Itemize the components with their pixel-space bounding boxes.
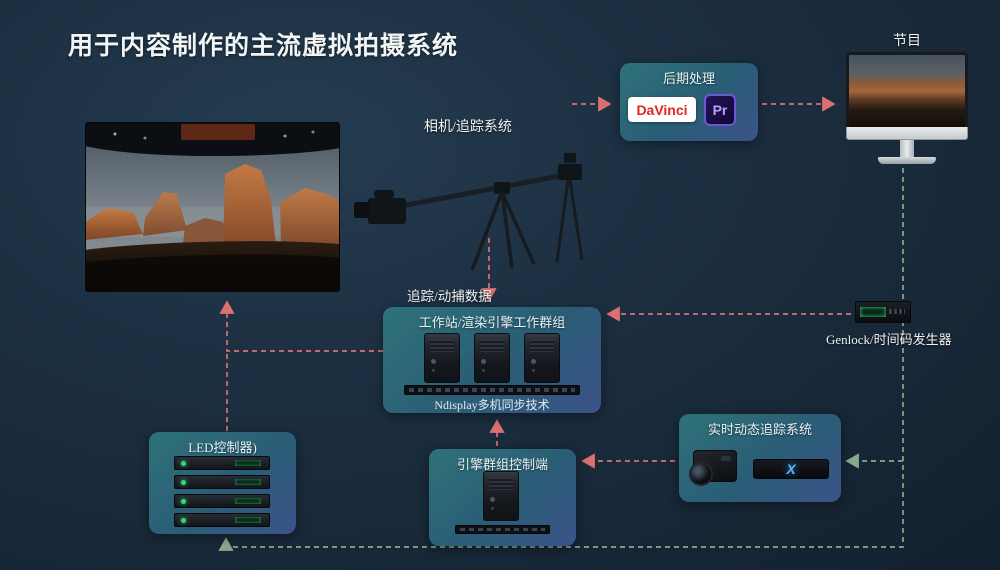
monitor-screen bbox=[846, 52, 968, 127]
engine-tower bbox=[483, 471, 519, 521]
davinci-logo-icon: DaVinci bbox=[628, 97, 696, 122]
network-switch bbox=[404, 385, 580, 395]
genlock-device bbox=[855, 301, 911, 323]
workstation-tower bbox=[424, 333, 460, 383]
program-label: 节目 bbox=[893, 34, 921, 49]
led-wall bbox=[85, 122, 340, 297]
tracking-data-label: 追踪/动捕数据 bbox=[407, 289, 492, 304]
tracker-x-device: X bbox=[753, 459, 829, 479]
realtime-tracking-title: 实时动态追踪系统 bbox=[707, 422, 812, 437]
genlock-label: Genlock/时间码发生器 bbox=[826, 332, 952, 347]
led-controller-unit bbox=[174, 456, 270, 470]
monitor-base bbox=[878, 157, 936, 164]
monitor-chin bbox=[846, 127, 968, 140]
led-controller-title: LED控制器) bbox=[188, 440, 257, 455]
tracking-camera-icon bbox=[689, 450, 737, 486]
camera-rig-image bbox=[354, 153, 584, 271]
camera-tracking-label: 相机/追踪系统 bbox=[424, 120, 512, 135]
post-processing-box: 后期处理 DaVinci Pr bbox=[620, 63, 758, 141]
led-controller-box: LED控制器) bbox=[149, 432, 296, 534]
workstation-tower bbox=[474, 333, 510, 383]
led-controller-unit bbox=[174, 494, 270, 508]
workstation-title: 工作站/渲染引擎工作群组 bbox=[418, 315, 566, 330]
workstation-tower bbox=[524, 333, 560, 383]
post-processing-title: 后期处理 bbox=[662, 71, 715, 86]
led-wall-image bbox=[85, 122, 340, 292]
engine-network-switch bbox=[455, 525, 550, 534]
engine-control-title: 引擎群组控制端 bbox=[456, 457, 548, 472]
monitor-stand bbox=[900, 140, 914, 157]
ndisplay-label: Ndisplay多机同步技术 bbox=[434, 398, 550, 412]
led-controller-unit bbox=[174, 513, 270, 527]
premiere-logo-icon: Pr bbox=[704, 94, 736, 126]
realtime-tracking-box: 实时动态追踪系统 X bbox=[679, 414, 841, 502]
page-title: 用于内容制作的主流虚拟拍摄系统 bbox=[68, 33, 459, 60]
engine-control-box: 引擎群组控制端 bbox=[429, 449, 576, 546]
program-monitor bbox=[846, 52, 968, 164]
workstation-box: 工作站/渲染引擎工作群组 Ndisplay多机同步技术 bbox=[383, 307, 601, 413]
camera-rig bbox=[352, 140, 587, 280]
led-controller-unit bbox=[174, 475, 270, 489]
